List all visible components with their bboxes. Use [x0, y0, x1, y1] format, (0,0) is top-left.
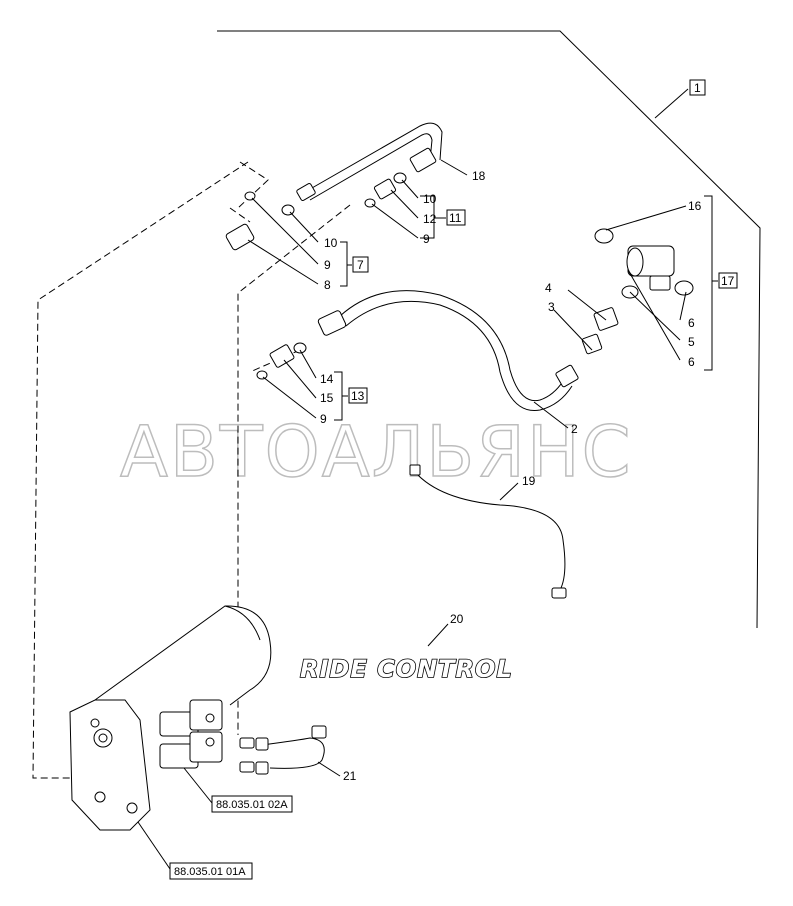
reference-boxes: 88.035.01 02A 88.035.01 01A: [169, 795, 293, 880]
callout-5: 5: [688, 335, 695, 349]
callout-19: 19: [522, 474, 536, 488]
watermark: АВТОАЛЬЯНС: [120, 411, 632, 493]
callout-1: 1: [694, 81, 701, 95]
callout-17: 17: [721, 274, 735, 288]
callout-15: 15: [320, 391, 334, 405]
callout-4: 4: [545, 281, 552, 295]
callout-9b: 9: [324, 258, 331, 272]
ride-control-label: RIDE CONTROL: [300, 655, 513, 683]
callout-20: 20: [450, 612, 464, 626]
fittings-3-4: [581, 307, 619, 355]
callout-2: 2: [571, 422, 578, 436]
sensor-cable-19: [409, 464, 567, 599]
callout-11: 11: [449, 211, 462, 225]
assembly-1-outline: [217, 30, 761, 629]
reference-02a: 88.035.01 02A: [216, 799, 288, 811]
callout-14: 14: [320, 372, 334, 386]
callout-10b: 10: [324, 236, 338, 250]
callout-12: 12: [423, 212, 437, 226]
fitting-15: [256, 342, 307, 380]
callout-6a: 6: [688, 316, 695, 330]
harness-21: [239, 725, 327, 775]
callout-16: 16: [688, 199, 702, 213]
callout-8: 8: [324, 278, 331, 292]
machine-body: [69, 605, 272, 831]
boxed-callouts: 1 11 7 13 17: [348, 79, 738, 404]
fitting-8: [225, 191, 295, 251]
callout-7: 7: [357, 258, 364, 272]
reference-01a: 88.035.01 01A: [174, 866, 246, 878]
callout-13: 13: [351, 389, 365, 403]
callout-6b: 6: [688, 355, 695, 369]
fitting-12: [364, 172, 407, 208]
callout-18: 18: [472, 169, 486, 183]
callout-9c: 9: [320, 412, 327, 426]
callout-3: 3: [548, 300, 555, 314]
leader-lines: [137, 159, 718, 870]
callout-9a: 9: [423, 232, 430, 246]
callouts: 18 10 12 9 10 9 8 14 15 9 2 4 3 16 6 5 6…: [320, 169, 702, 783]
callout-21: 21: [343, 769, 357, 783]
valve-block-17: [594, 228, 694, 299]
flexible-hose-2: [317, 290, 579, 412]
rigid-pipe-18: [296, 122, 443, 201]
callout-10a: 10: [423, 192, 437, 206]
